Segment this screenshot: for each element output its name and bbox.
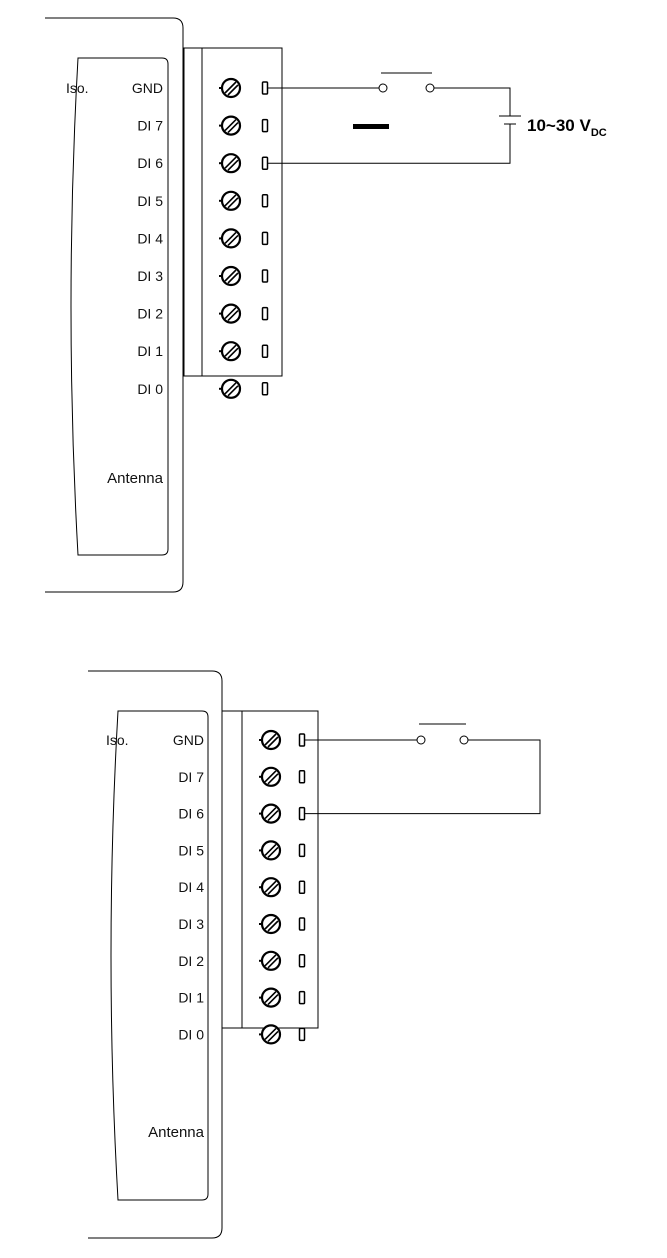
terminal-contact-icon [263,195,268,207]
pin-label: GND [132,80,163,96]
terminal-screw-icon [259,731,280,749]
switch-contact [379,84,387,92]
iso-label: Iso. [106,732,129,748]
terminal-contact-icon [300,844,305,856]
minus-sign [353,124,389,129]
terminal-screw-icon [259,952,280,970]
pin-label: DI 0 [137,381,163,397]
terminal-contact-icon [263,82,268,94]
terminal-screw-icon [219,229,240,247]
switch-contact [417,736,425,744]
antenna-label: Antenna [148,1124,205,1141]
terminal-screw-icon [259,989,280,1007]
terminal-contact-icon [263,232,268,244]
voltage-sub: DC [591,127,607,139]
pin-label: DI 5 [178,842,204,858]
battery-icon [499,116,521,124]
terminal-screw-icon [219,117,240,135]
terminal-contact-icon [263,383,268,395]
pin-label: DI 2 [178,953,204,969]
terminal-contact-icon [300,992,305,1004]
external-wiring [305,724,540,814]
terminal-contact-icon [263,308,268,320]
terminal-contact-icon [300,771,305,783]
terminal-screw-icon [259,805,280,823]
terminal-screw-icon [219,79,240,97]
voltage-label: 10~30 VDC [527,116,607,139]
terminal-contact-icon [263,270,268,282]
pin-label: DI 7 [137,118,163,134]
terminal-contact-icon [300,808,305,820]
terminal-screw-icon [259,768,280,786]
pin-label: DI 7 [178,769,204,785]
terminal-screw-icon [219,192,240,210]
terminal-screw-icon [259,841,280,859]
pin-label: DI 1 [137,343,163,359]
terminal-contact-icon [263,120,268,132]
terminal-screw-icon [259,878,280,896]
external-wiring: 10~30 VDC [268,73,607,163]
pin-label: DI 6 [178,806,204,822]
terminal-screw-icon [259,915,280,933]
terminal-screw-icon [219,380,240,398]
pin-label: DI 4 [137,230,163,246]
pin-label: DI 6 [137,155,163,171]
io-module-diagram-2: Iso. GND DI 7 DI 6 DI 5 DI 4 DI 3 DI 2 DI 1 DI 0 A… [88,671,540,1238]
wire-loop [305,740,540,814]
terminal-screw-icon [219,267,240,285]
terminal-contact-icon [263,345,268,357]
pin-label: DI 1 [178,990,204,1006]
switch-icon [379,73,434,92]
pin-label: GND [173,732,204,748]
pin-label: DI 3 [178,916,204,932]
terminal-screw-icon [219,154,240,172]
switch-icon [417,724,468,744]
pin-label: DI 4 [178,879,204,895]
pin-label: DI 5 [137,193,163,209]
voltage-main: 10~30 V [527,116,591,135]
pin-label: DI 3 [137,268,163,284]
antenna-label: Antenna [107,470,164,487]
wire-right-upper [434,88,510,116]
terminal-contact-icon [300,734,305,746]
terminal-screw-icon [219,342,240,360]
terminal-contact-icon [300,955,305,967]
io-module-diagram-1: Iso. GND DI 7 DI 6 DI 5 DI 4 DI 3 DI 2 DI 1 DI 0 A… [45,18,607,592]
terminal-block [222,711,318,1028]
terminal-contact-icon [300,881,305,893]
terminal-contact-icon [300,918,305,930]
switch-contact [426,84,434,92]
terminal-contact-icon [263,157,268,169]
terminal-screw-icon [219,305,240,323]
wire-right-lower [268,124,510,163]
iso-label: Iso. [66,80,89,96]
switch-contact [460,736,468,744]
pin-label: DI 0 [178,1026,204,1042]
pin-label: DI 2 [137,306,163,322]
terminal-contact-icon [300,1028,305,1040]
